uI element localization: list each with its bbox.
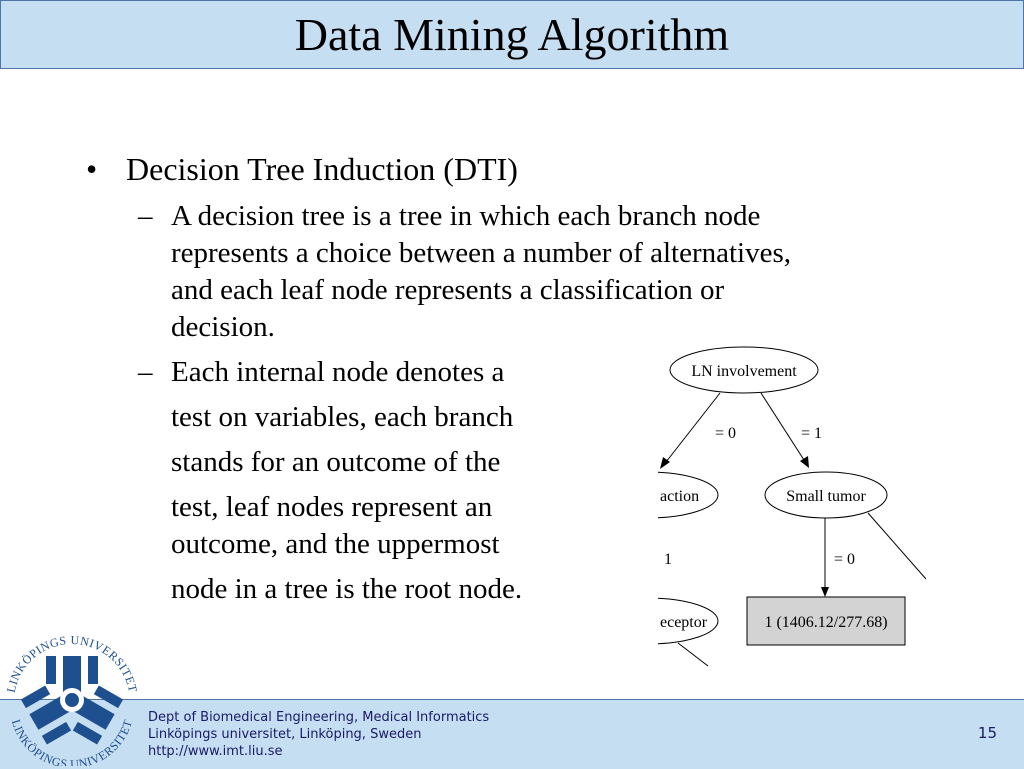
sub2-line-2: test on variables, each branch xyxy=(171,401,514,433)
footer-line-2: Linköpings universitet, Linköping, Swede… xyxy=(148,727,422,742)
right-node-label: Small tumor xyxy=(786,488,866,505)
page-number: 15 xyxy=(977,724,997,742)
bullet-text: Decision Tree Induction (DTI) xyxy=(126,151,518,187)
title-bar: Data Mining Algorithm xyxy=(0,0,1024,69)
right-leaf-label: 1 (1406.12/277.68) xyxy=(764,614,887,631)
edge-root-right xyxy=(760,392,805,461)
edge-label-left-low: 1 xyxy=(664,551,672,568)
footer-text: Dept of Biomedical Engineering, Medical … xyxy=(148,709,489,760)
edge-right-right xyxy=(867,512,926,580)
left-node xyxy=(658,471,719,519)
left-leaf-label: eceptor xyxy=(660,614,708,631)
arrowhead xyxy=(660,457,670,469)
university-logo: LINKÖPINGS UNIVERSITET LINKÖPINGS UNIVER… xyxy=(4,633,140,766)
arrowhead xyxy=(800,456,809,468)
decision-tree-diagram: LN involvement = 0 = 1 action Small tumo… xyxy=(658,346,926,667)
left-node-label: action xyxy=(660,488,699,505)
edge-label-right-low: = 0 xyxy=(834,551,855,568)
sub1-line-1: A decision tree is a tree in which each … xyxy=(171,200,761,232)
right-leaf-box xyxy=(746,596,906,646)
sub1-line-2: represents a choice between a number of … xyxy=(171,237,791,269)
edge-root-left xyxy=(665,392,721,463)
dash-marker: – xyxy=(138,200,153,232)
root-node xyxy=(669,346,819,394)
sub2-line-5: outcome, and the uppermost xyxy=(171,528,500,560)
sub2-line-3: stands for an outcome of the xyxy=(171,446,501,478)
logo-emblem xyxy=(20,656,124,745)
sub2-line-6: node in a tree is the root node. xyxy=(171,573,523,605)
logo-text-bottom: LINKÖPINGS UNIVERSITET xyxy=(9,717,135,766)
footer-line-3: http://www.imt.liu.se xyxy=(148,744,283,759)
dash-marker: – xyxy=(138,356,153,388)
edge-left-leaf xyxy=(677,642,709,667)
sub1-line-4: decision. xyxy=(171,311,275,343)
bullet-marker: • xyxy=(86,151,98,187)
footer-bar xyxy=(0,699,1024,769)
sub1-line-3: and each leaf node represents a classifi… xyxy=(171,274,725,306)
root-node-label: LN involvement xyxy=(691,363,797,380)
sub2-line-4: test, leaf nodes represent an xyxy=(171,491,493,523)
edge-label-right: = 1 xyxy=(801,425,822,442)
arrowhead xyxy=(821,587,829,597)
footer-line-1: Dept of Biomedical Engineering, Medical … xyxy=(148,710,490,725)
right-node xyxy=(764,471,888,519)
left-leaf xyxy=(658,597,719,645)
sub2-line-1: Each internal node denotes a xyxy=(171,356,505,388)
edge-label-left: = 0 xyxy=(715,425,736,442)
slide-title: Data Mining Algorithm xyxy=(294,9,730,60)
